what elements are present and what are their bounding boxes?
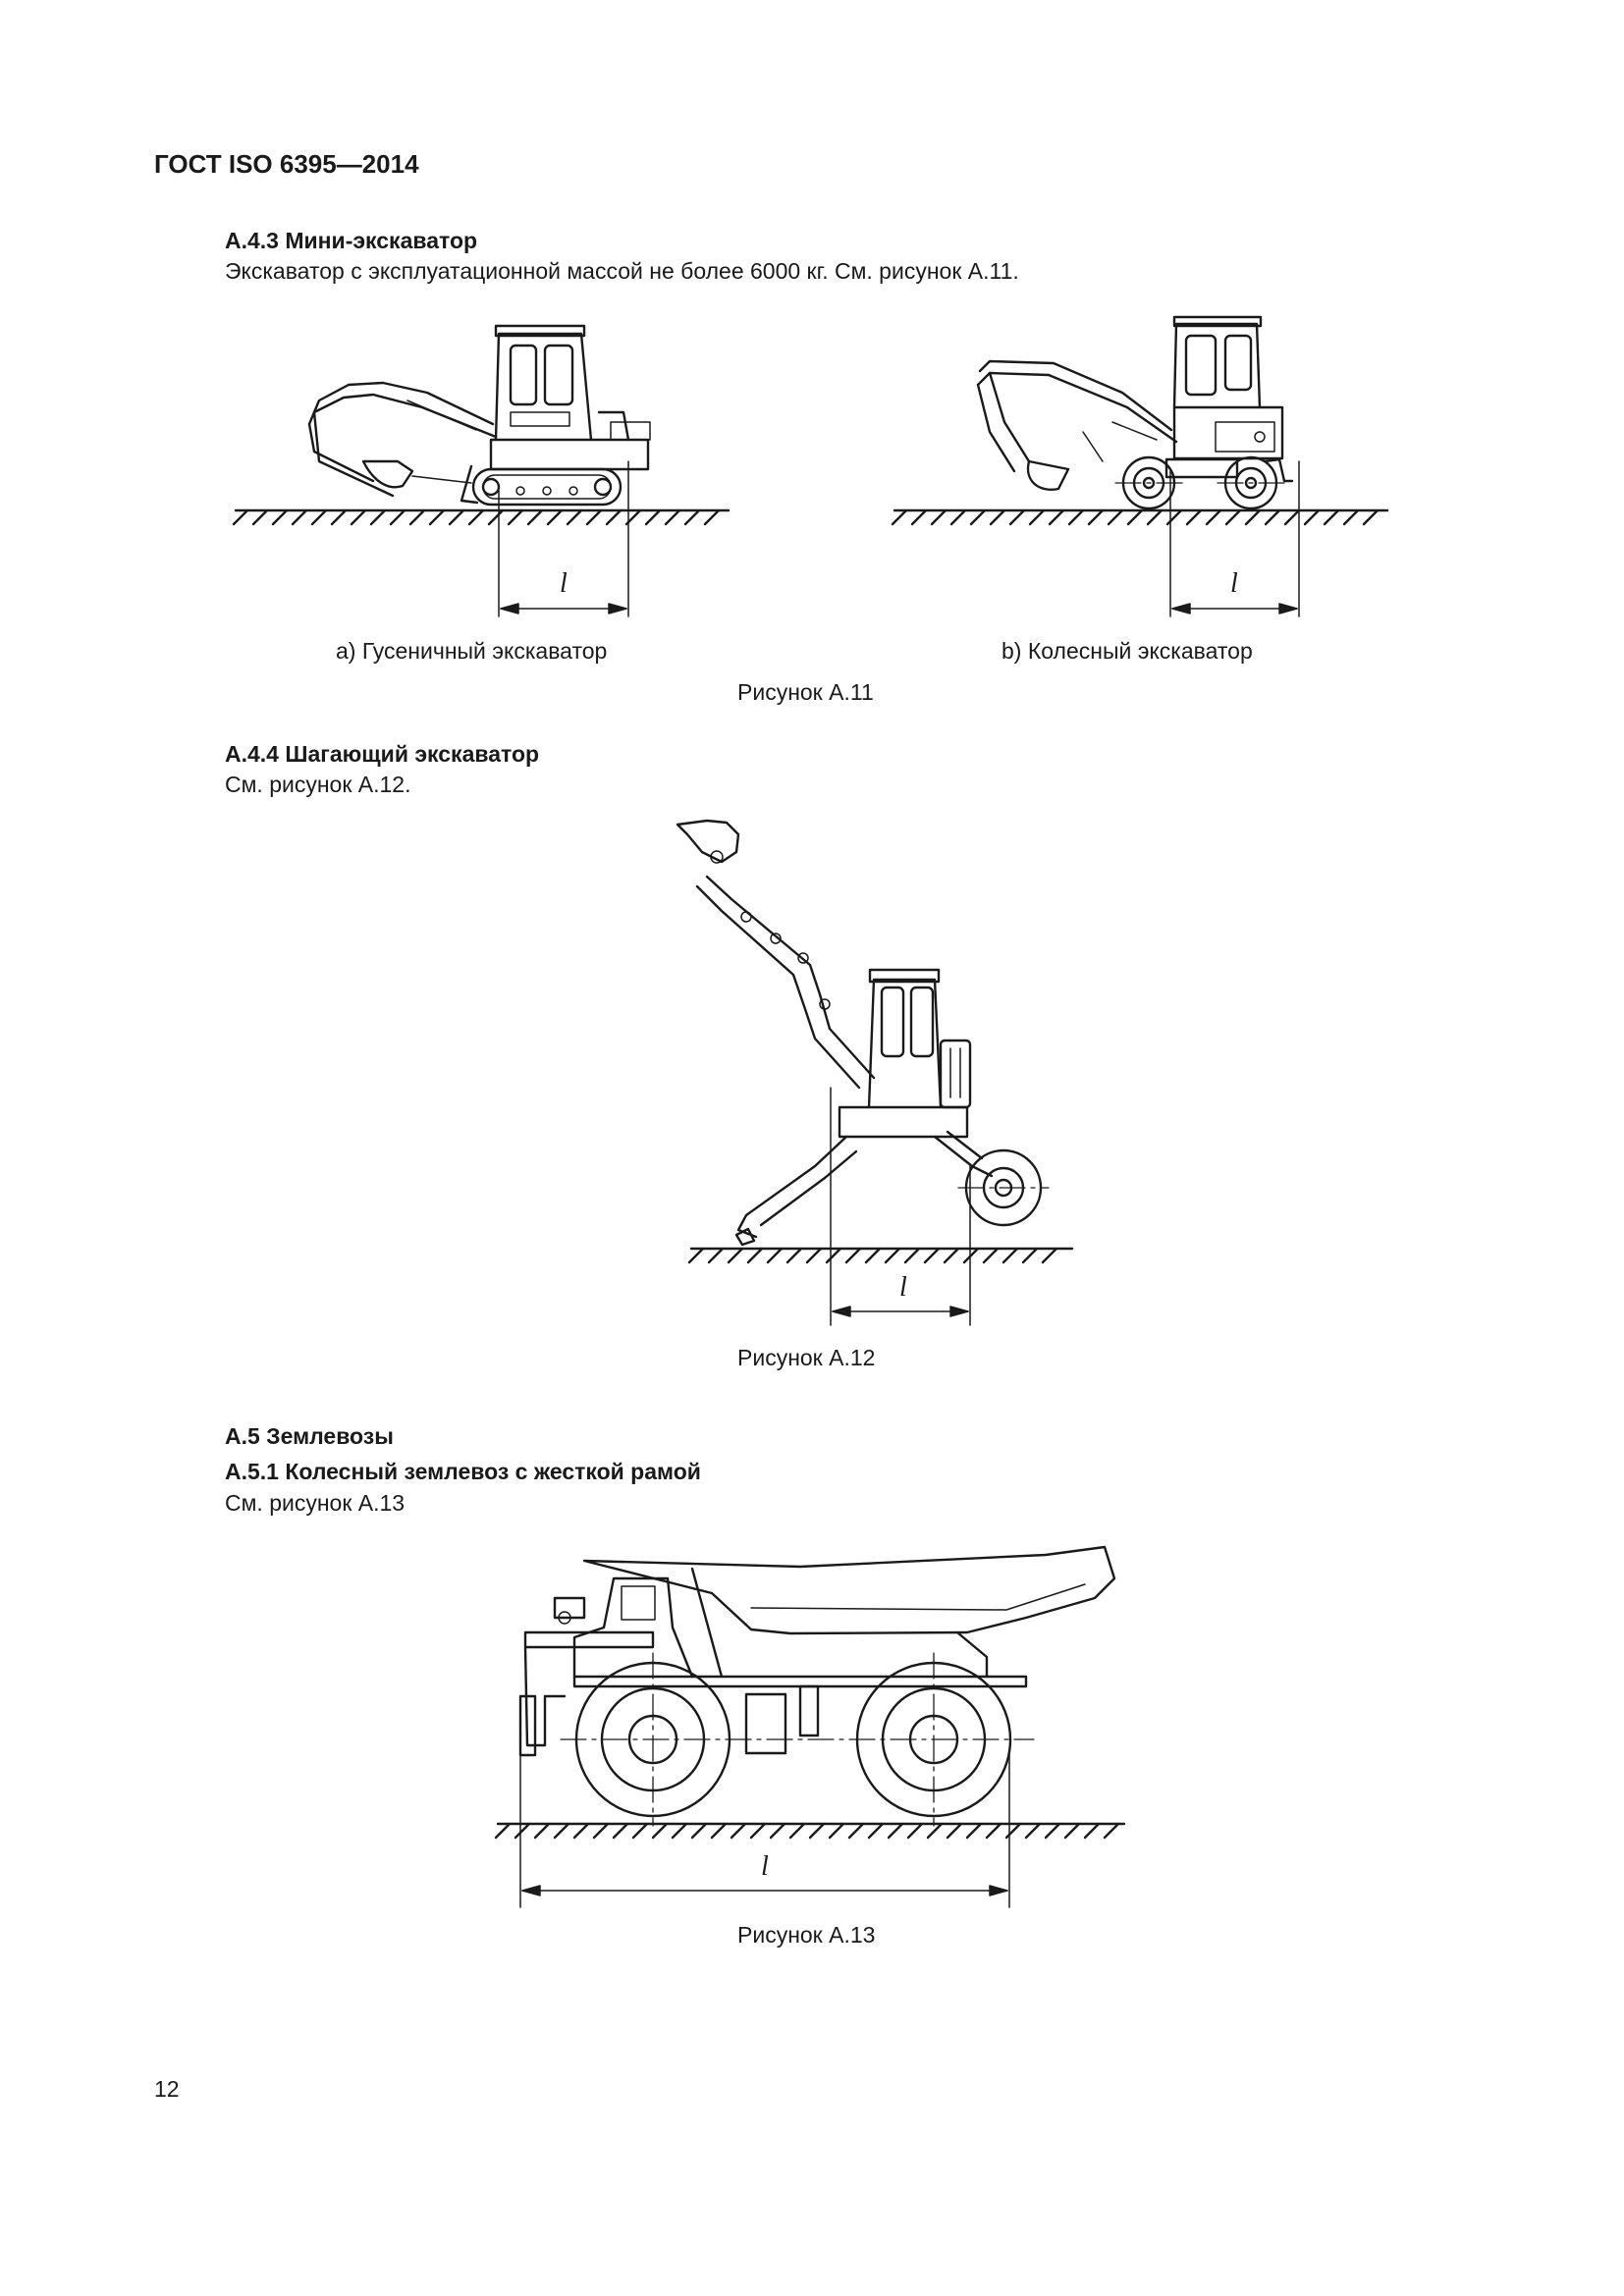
figure-a11a-crawler-excavator: l — [232, 324, 731, 617]
figure-a13-rigid-frame-dumper: l — [494, 1545, 1126, 1908]
document-code: ГОСТ ISO 6395—2014 — [154, 149, 419, 179]
figure-a11b-wheeled-excavator: l — [891, 315, 1389, 617]
section-a51-heading: А.5.1 Колесный землевоз с жесткой рамой — [225, 1459, 701, 1484]
figure-a11b-subcaption: b) Колесный экскаватор — [1001, 638, 1253, 664]
section-a5-heading: А.5 Землевозы — [225, 1423, 394, 1449]
dimension-label: l — [899, 1272, 907, 1303]
dimension-label: l — [761, 1851, 769, 1882]
dimension-label: l — [560, 568, 568, 599]
dimension-label: l — [1230, 568, 1238, 599]
figure-a12-caption: Рисунок А.12 — [737, 1345, 876, 1370]
figure-a12-walking-excavator: l — [676, 819, 1074, 1326]
section-a43-heading: А.4.3 Мини-экскаватор — [225, 228, 478, 253]
figure-a11a-subcaption: а) Гусеничный экскаватор — [336, 638, 608, 664]
section-a51-text: См. рисунок А.13 — [225, 1490, 406, 1516]
figure-a13-caption: Рисунок А.13 — [737, 1922, 876, 1948]
section-a43-text: Экскаватор с эксплуатационной массой не … — [225, 258, 1019, 284]
section-a44-text: См. рисунок А.12. — [225, 772, 411, 797]
figure-a11-caption: Рисунок А.11 — [737, 679, 874, 705]
page-number: 12 — [154, 2076, 180, 2102]
section-a44-heading: А.4.4 Шагающий экскаватор — [225, 741, 540, 767]
